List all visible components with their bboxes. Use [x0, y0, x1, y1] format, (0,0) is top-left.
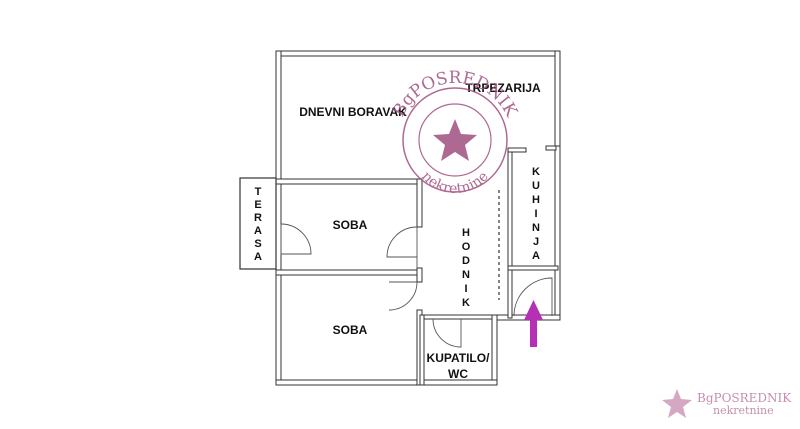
- star-icon: [433, 119, 477, 161]
- label-terasa: T E R A S A: [254, 186, 262, 263]
- label-terasa-letter: T: [255, 186, 262, 198]
- watermark-stamp: BgPOSREDNIK nekretnine: [389, 68, 521, 197]
- label-soba-lower: SOBA: [333, 323, 368, 337]
- label-kupatilo-line1: KUPATILO/: [427, 351, 491, 365]
- label-terasa-letter: A: [254, 225, 262, 237]
- corner-logo: BgPOSREDNIK nekretnine: [662, 389, 792, 418]
- label-kuhinja: K U H I N J A: [532, 166, 540, 262]
- label-kuhinja-letter: J: [533, 236, 539, 248]
- label-kuhinja-letter: I: [534, 208, 537, 220]
- label-hodnik-letter: D: [462, 255, 470, 267]
- label-terasa-letter: S: [254, 238, 261, 250]
- label-kupatilo-line2: WC: [448, 367, 468, 381]
- label-hodnik: H O D N I K: [462, 227, 471, 309]
- doors: [280, 223, 553, 348]
- entrance-arrow-icon: [524, 300, 543, 347]
- label-hodnik-letter: N: [462, 269, 470, 281]
- label-kuhinja-letter: N: [532, 222, 540, 234]
- corner-logo-brand: BgPOSREDNIK: [697, 391, 792, 405]
- walls: [275, 50, 561, 386]
- label-kuhinja-letter: U: [532, 180, 540, 192]
- label-terasa-letter: A: [254, 251, 262, 263]
- label-kuhinja-letter: K: [532, 166, 540, 178]
- label-hodnik-letter: O: [462, 241, 471, 253]
- label-soba-upper: SOBA: [333, 218, 368, 232]
- label-dnevni-boravak: DNEVNI BORAVAK: [299, 105, 407, 119]
- stamp-brand-text: BgPOSREDNIK: [389, 68, 521, 121]
- label-kuhinja-letter: H: [532, 194, 540, 206]
- label-hodnik-letter: H: [462, 227, 470, 239]
- label-kuhinja-letter: A: [532, 250, 540, 262]
- label-hodnik-letter: K: [462, 297, 470, 309]
- label-terasa-letter: E: [254, 199, 261, 211]
- label-terasa-letter: R: [254, 212, 262, 224]
- terrace: [239, 177, 277, 270]
- label-trpezarija: TRPEZARIJA: [465, 81, 541, 95]
- stamp-sub-text: nekretnine: [418, 168, 491, 197]
- star-icon: [662, 389, 692, 418]
- label-hodnik-letter: I: [464, 283, 467, 295]
- corner-logo-sub: nekretnine: [713, 404, 774, 417]
